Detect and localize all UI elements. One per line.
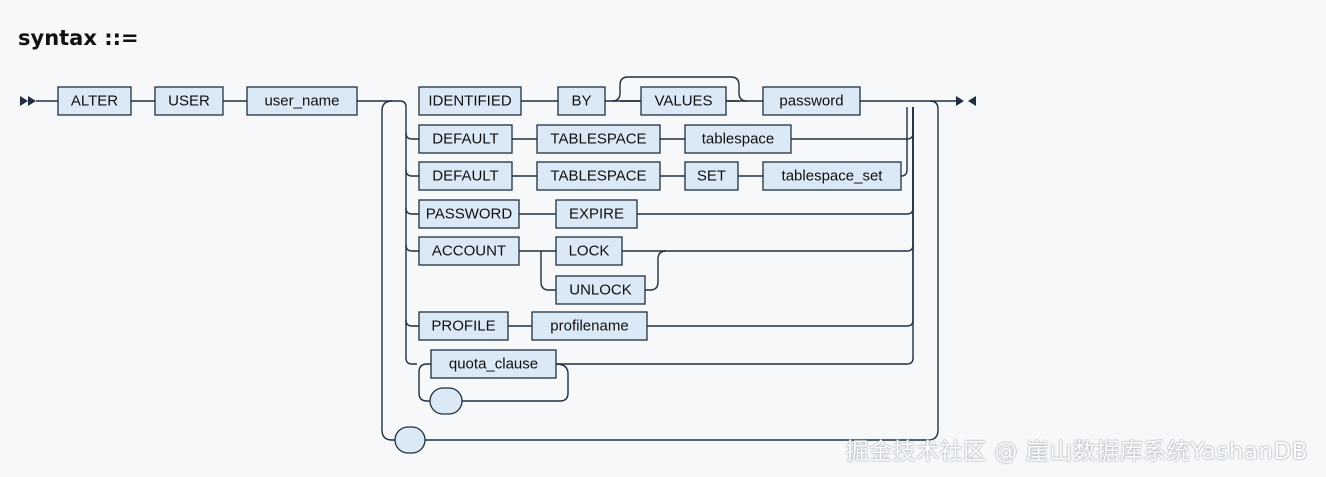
svg-text:DEFAULT: DEFAULT [432,168,498,185]
svg-text:BY: BY [571,93,591,110]
svg-text:UNLOCK: UNLOCK [569,282,632,299]
svg-text:user_name: user_name [264,93,339,110]
set-keyword: SET [684,161,739,191]
tablespace-param: tablespace [684,124,792,154]
svg-text:PROFILE: PROFILE [431,318,495,335]
svg-text:EXPIRE: EXPIRE [569,206,624,223]
tablespace-keyword-1: TABLESPACE [536,124,661,154]
default-keyword-1: DEFAULT [418,124,513,154]
svg-text:password: password [779,93,843,110]
lock-keyword: LOCK [555,236,623,266]
unlock-keyword: UNLOCK [555,275,646,305]
user-keyword: USER [154,86,224,116]
profile-keyword: PROFILE [418,311,509,341]
svg-text:SET: SET [697,168,726,185]
svg-text:tablespace: tablespace [702,131,775,148]
identified-keyword: IDENTIFIED [418,86,522,116]
password-param: password [762,86,861,116]
svg-text:TABLESPACE: TABLESPACE [550,168,646,185]
syntax-title: syntax ::= [18,26,139,50]
watermark: 掘金技术社区 @ 崖山数据库系统YashanDB [845,439,1308,465]
by-keyword: BY [557,86,606,116]
password-keyword: PASSWORD [418,199,520,229]
svg-text:IDENTIFIED: IDENTIFIED [428,93,512,110]
svg-text:quota_clause: quota_clause [449,356,538,373]
repeat-separator [394,426,426,454]
values-keyword: VALUES [640,86,727,116]
svg-text:LOCK: LOCK [569,243,610,260]
svg-text:ACCOUNT: ACCOUNT [432,243,506,260]
quota-clause-param: quota_clause [430,349,557,379]
start-marker-icon [20,96,36,106]
end-marker-icon [956,96,976,106]
default-keyword-2: DEFAULT [418,161,513,191]
svg-text:ALTER: ALTER [71,93,118,110]
svg-text:VALUES: VALUES [654,93,712,110]
quota-separator [429,387,463,415]
svg-text:USER: USER [168,93,210,110]
svg-text:profilename: profilename [550,318,628,335]
user-name-param: user_name [246,86,358,116]
expire-keyword: EXPIRE [555,199,638,229]
svg-text:PASSWORD: PASSWORD [426,206,513,223]
svg-text:TABLESPACE: TABLESPACE [550,131,646,148]
account-keyword: ACCOUNT [418,236,520,266]
tablespace-keyword-2: TABLESPACE [536,161,661,191]
tablespace-set-param: tablespace_set [762,161,902,191]
svg-text:tablespace_set: tablespace_set [782,168,884,185]
profilename-param: profilename [531,311,648,341]
svg-text:DEFAULT: DEFAULT [432,131,498,148]
alter-keyword: ALTER [57,86,132,116]
